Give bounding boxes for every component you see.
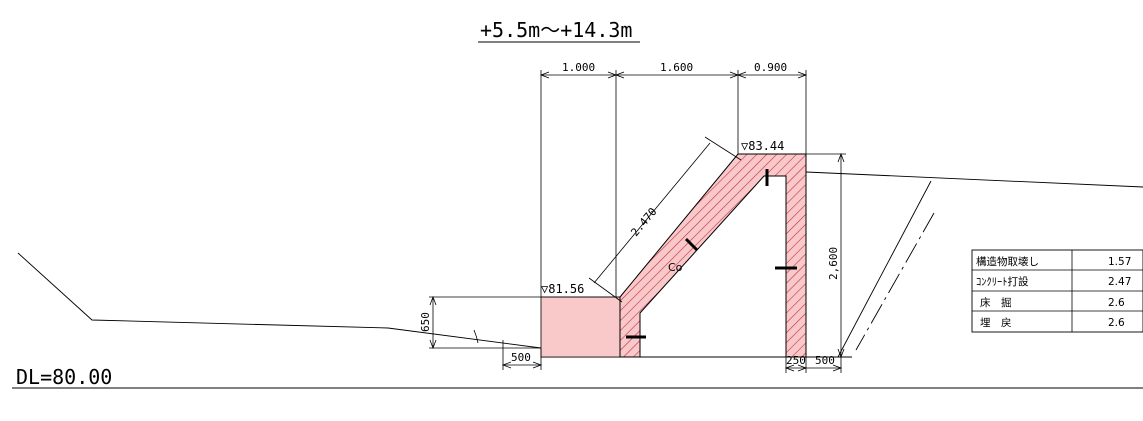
table-cell-label: 床 掘: [980, 296, 1012, 309]
slope-dim-line: [593, 142, 711, 284]
arrow-right-top: [837, 152, 845, 163]
section-title: +5.5m～+14.3m: [480, 18, 632, 42]
slope-ext-upper: [704, 136, 742, 161]
dim-height-left: 650: [419, 312, 432, 332]
table-cell-label: 構造物取壊し: [976, 255, 1039, 268]
arrow-bl-2: [532, 361, 543, 369]
dim-slope: 2.470: [628, 205, 659, 239]
slope-angle-arc: [473, 329, 479, 344]
concrete-section-hatched: [619, 153, 807, 358]
table-cell-label: 埋 戻: [980, 316, 1012, 329]
arrow-top-5: [736, 71, 747, 79]
table-cell-value: 1.57: [1108, 256, 1131, 268]
slope-ext-lower: [588, 277, 623, 303]
dim-top-left: 1.000: [562, 61, 595, 74]
datum-label: DL=80.00: [16, 365, 112, 389]
dowel-mark-slope: [684, 237, 699, 252]
table-cell-value: 2.6: [1108, 317, 1125, 329]
dim-top-right: 0.900: [754, 61, 787, 74]
arrow-left-bottom: [429, 339, 437, 350]
dim-height-right: 2,600: [827, 247, 840, 280]
table-cell-label: ｺﾝｸﾘｰﾄ打設: [976, 275, 1029, 288]
excavation-slope-right: [837, 180, 932, 358]
arrow-top-1: [539, 71, 550, 79]
material-label: Co: [668, 261, 683, 274]
arrow-left-top: [429, 295, 437, 306]
existing-ground-left: [17, 252, 542, 349]
dim-bottom-left: 500: [511, 351, 531, 364]
arrow-br-2: [797, 364, 808, 372]
elevation-top: ▽83.44: [741, 139, 784, 153]
arrow-br-3: [832, 364, 843, 372]
table-cell-value: 2.47: [1108, 276, 1131, 288]
arrow-bl-1: [501, 361, 512, 369]
excavation-slope-dashed: [855, 212, 935, 351]
arrow-br-1: [784, 364, 795, 372]
table-cell-value: 2.6: [1108, 297, 1125, 309]
ground-line-right: [805, 171, 1143, 188]
arrow-top-3: [614, 71, 625, 79]
removed-structure-fill: [540, 296, 625, 358]
dim-bottom-wall: 250: [786, 354, 806, 367]
dim-bottom-right: 500: [815, 354, 835, 367]
quantity-table: 構造物取壊し 1.57 ｺﾝｸﾘｰﾄ打設 2.47 床 掘 2.6 埋 戻 2.…: [971, 249, 1143, 333]
dim-top-mid: 1.600: [660, 61, 693, 74]
elevation-left: ▽81.56: [541, 282, 584, 296]
arrow-top-6: [797, 71, 808, 79]
